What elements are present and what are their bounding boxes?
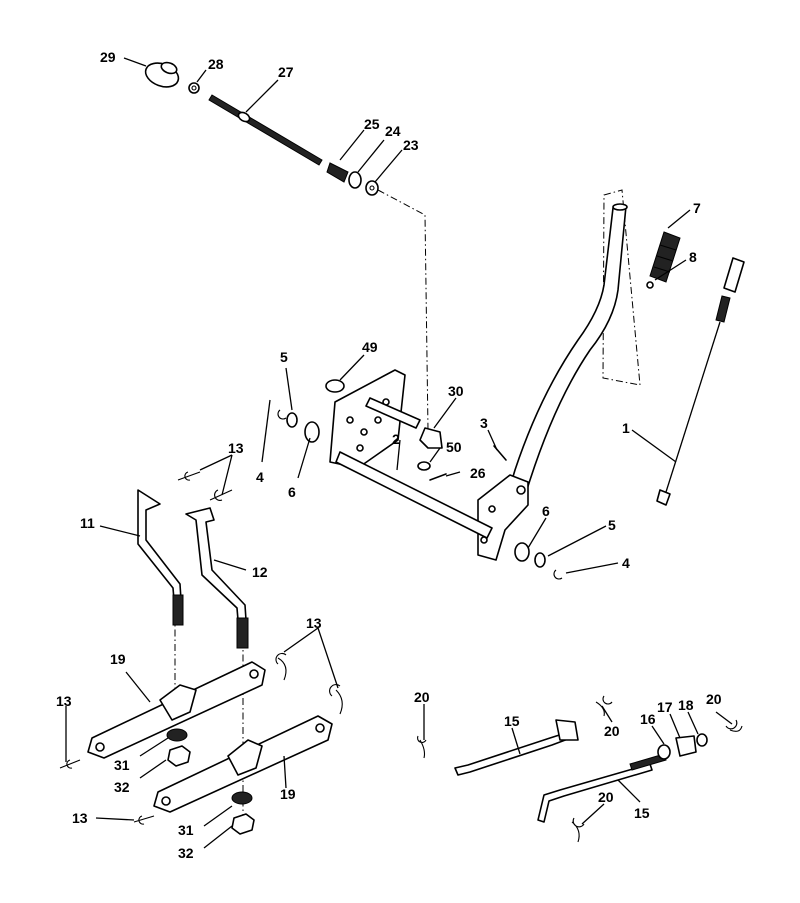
callout-32-upper: 32 (114, 779, 130, 795)
callout-19-upper: 19 (110, 651, 126, 667)
rod-assemblies (416, 695, 743, 843)
swivel-17 (675, 735, 697, 757)
trunnion-30 (419, 427, 443, 449)
nut-50 (417, 461, 431, 471)
clip-20c (725, 719, 743, 732)
callout-28: 28 (208, 56, 224, 72)
swivel-15a (555, 719, 579, 741)
nut-16 (657, 744, 671, 760)
callout-2: 2 (392, 431, 400, 447)
callout-30: 30 (448, 383, 464, 399)
washer-49 (325, 379, 345, 393)
callout-13-left: 13 (56, 693, 72, 709)
washer-24 (348, 171, 362, 189)
bolt-26 (429, 473, 447, 481)
lift-shaft-upper (365, 397, 421, 429)
bushing-6b (514, 542, 530, 562)
callout-20-bottom: 20 (598, 789, 614, 805)
washer-5a (286, 412, 298, 428)
callout-24: 24 (385, 123, 401, 139)
callout-13-middle: 13 (306, 615, 322, 631)
lift-links (137, 471, 249, 649)
grip-and-button (646, 231, 681, 289)
hair-pin-13e (275, 652, 287, 681)
callout-20-middle: 20 (604, 723, 620, 739)
callout-11: 11 (80, 515, 95, 531)
callout-7: 7 (693, 200, 701, 216)
lift-shaft (335, 451, 493, 539)
callout-31-lower: 31 (178, 822, 194, 838)
callout-50: 50 (446, 439, 462, 455)
cotter-pin-13b (209, 489, 233, 501)
callout-15-upper: 15 (504, 713, 520, 729)
hair-pin-13f (329, 684, 343, 715)
callout-27: 27 (278, 64, 294, 80)
clip-20a (416, 735, 427, 759)
clip-20d (571, 817, 585, 843)
rod-15b-thread (629, 753, 667, 771)
callout-49: 49 (362, 339, 378, 355)
spacer-31a (166, 728, 188, 742)
clip-4b (553, 569, 563, 580)
handle-bracket (477, 474, 529, 561)
link-11 (137, 489, 182, 601)
nut-32b (231, 813, 255, 835)
spring-25 (326, 162, 349, 183)
callout-26: 26 (470, 465, 486, 481)
washer-5b (534, 552, 546, 568)
clip-4a (277, 409, 287, 420)
callout-5-right: 5 (608, 517, 616, 533)
lift-arms (59, 652, 343, 835)
callout-29: 29 (100, 49, 116, 65)
callout-8: 8 (689, 249, 697, 265)
callout-32-lower: 32 (178, 845, 194, 861)
callout-25: 25 (364, 116, 380, 132)
callout-5-upper: 5 (280, 349, 288, 365)
nut-28 (188, 82, 200, 94)
cotter-pin-13c (59, 759, 81, 769)
callout-19-lower: 19 (280, 786, 296, 802)
callout-13-top: 13 (228, 440, 244, 456)
rod-collar (237, 111, 251, 123)
callout-numbers: 29 28 27 25 24 23 7 8 49 5 30 3 13 4 6 2… (56, 49, 722, 861)
cotter-pin-13d (133, 815, 155, 825)
rod-15a (454, 729, 577, 776)
nut-32a (167, 745, 191, 767)
link-12 (185, 507, 247, 621)
callout-6-right: 6 (542, 503, 550, 519)
callout-17: 17 (657, 699, 673, 715)
grip-7 (649, 231, 681, 283)
lift-shaft-assembly (277, 369, 563, 580)
mounting-plate (329, 369, 406, 469)
callout-18: 18 (678, 697, 694, 713)
callout-12: 12 (252, 564, 268, 580)
spacer-31b (231, 791, 253, 805)
lift-handle (477, 203, 628, 561)
callout-20-right: 20 (706, 691, 722, 707)
cable-1 (656, 257, 745, 506)
callout-3: 3 (480, 415, 488, 431)
callout-16: 16 (640, 711, 656, 727)
nut-23 (365, 180, 379, 196)
callout-23: 23 (403, 137, 419, 153)
button-8 (646, 281, 654, 289)
bushing-6a (304, 421, 320, 443)
cotter-pin-13a (177, 471, 201, 481)
callout-31-upper: 31 (114, 757, 130, 773)
clip-20b (595, 695, 613, 717)
callout-4-left: 4 (256, 469, 264, 485)
callout-6-left: 6 (288, 484, 296, 500)
knob-assembly (144, 61, 379, 196)
rod-15b (537, 763, 653, 823)
callout-4-right: 4 (622, 555, 630, 571)
threaded-rod (208, 94, 323, 166)
leader-lines (65, 57, 733, 849)
callout-20-left: 20 (414, 689, 430, 705)
callout-1: 1 (622, 420, 630, 436)
callout-13-bottom: 13 (72, 810, 88, 826)
callout-15-lower: 15 (634, 805, 650, 821)
nut-18 (696, 733, 708, 747)
